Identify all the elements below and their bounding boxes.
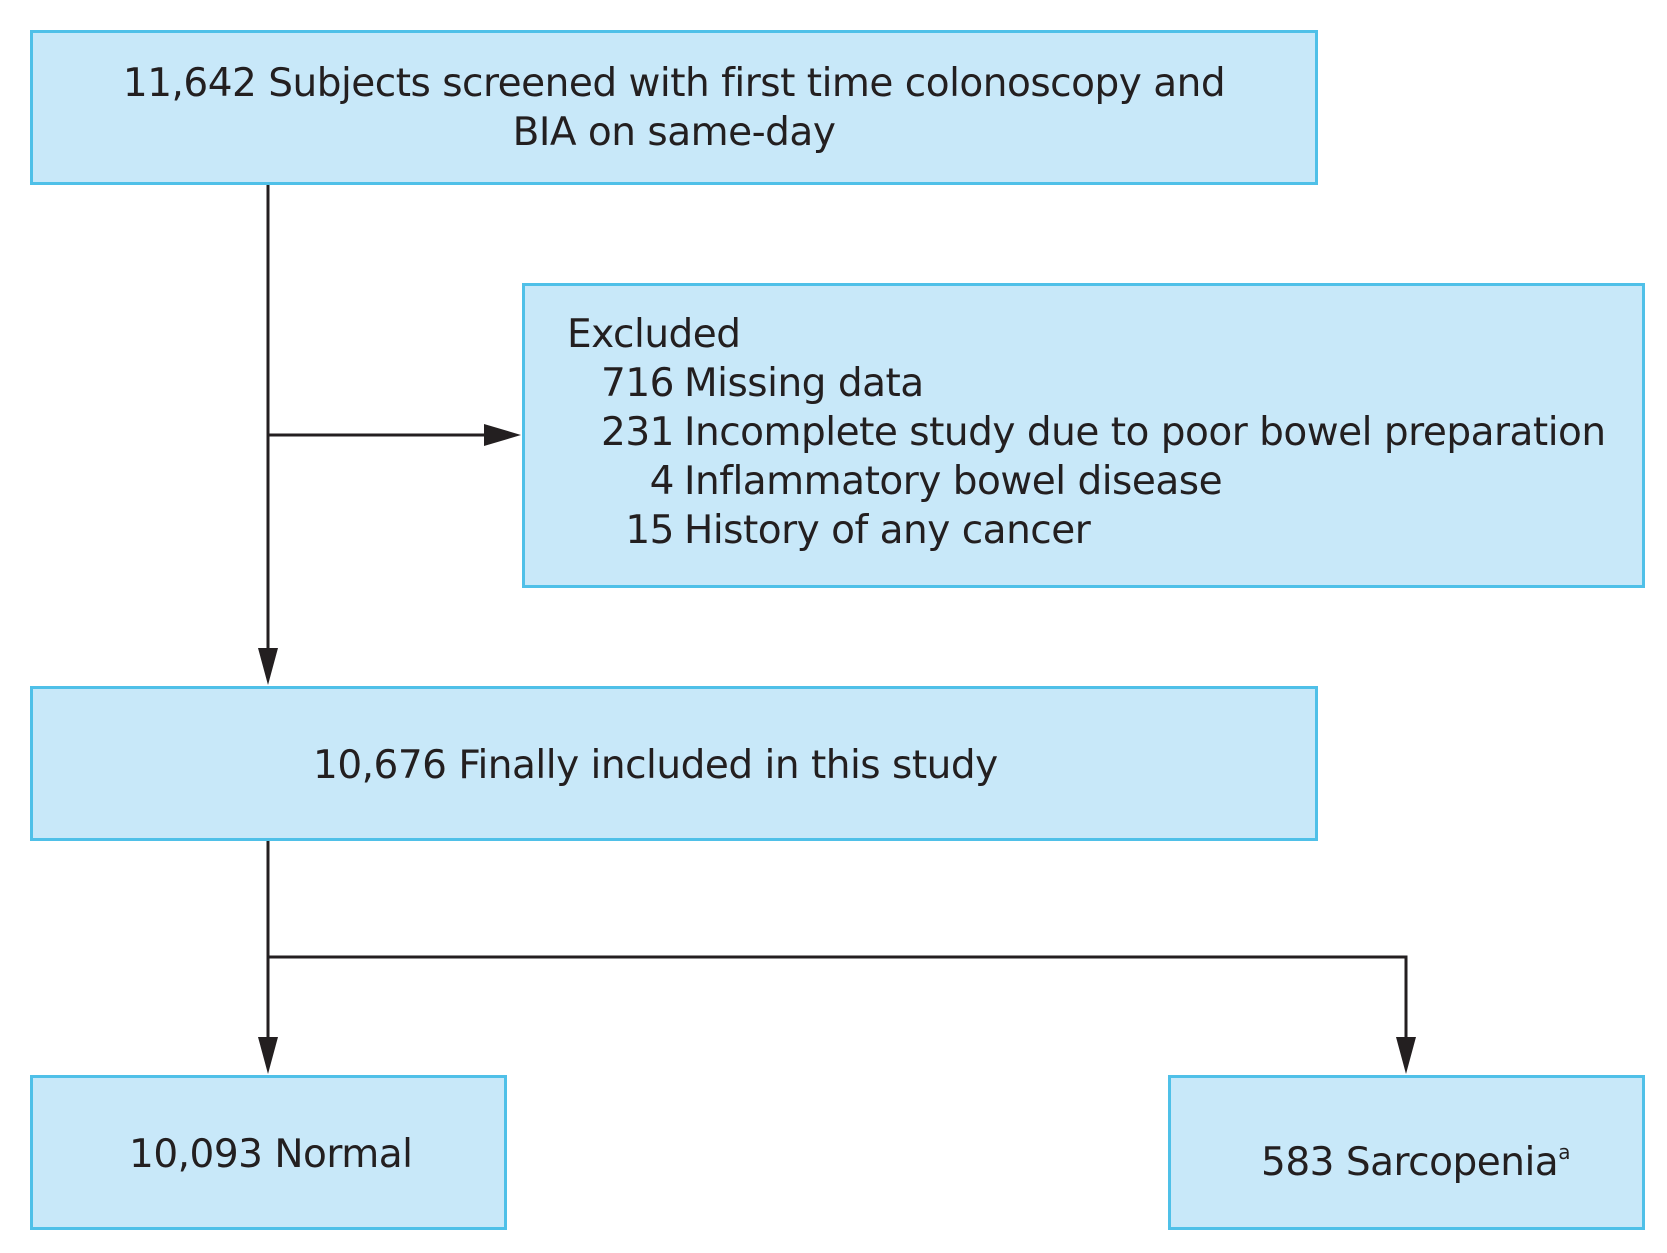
screened-line-1: 11,642 Subjects screened with first time… xyxy=(122,60,1226,106)
excluded-item: 716 Missing data xyxy=(525,359,924,408)
excluded-item: 231 Incomplete study due to poor bowel p… xyxy=(525,408,1606,457)
node-excluded: Excluded 716 Missing data 231 Incomplete… xyxy=(522,283,1645,588)
excluded-title: Excluded xyxy=(567,312,741,357)
excluded-item-count: 15 xyxy=(625,508,674,553)
excluded-item-label: Inflammatory bowel disease xyxy=(684,459,1223,504)
node-included: 10,676 Finally included in this study xyxy=(30,686,1318,841)
arrowhead-normal xyxy=(258,1037,278,1074)
excluded-item-label: Missing data xyxy=(684,361,924,406)
sarcopenia-text: 583 Sarcopenia xyxy=(1261,1140,1559,1185)
excluded-item-label: History of any cancer xyxy=(684,508,1091,553)
edge-included-to-sarcopenia xyxy=(268,955,1408,1062)
excluded-item-count: 231 xyxy=(601,410,674,455)
excluded-item: 15 History of any cancer xyxy=(525,506,1090,555)
screened-line-2: BIA on same-day xyxy=(512,109,836,155)
normal-text: 10,093 Normal xyxy=(129,1132,413,1177)
sarcopenia-label: 583 Sarcopeniaa xyxy=(1261,1138,1570,1187)
node-normal: 10,093 Normal xyxy=(30,1075,507,1230)
sarcopenia-footnote-marker: a xyxy=(1558,1140,1570,1164)
node-sarcopenia: 583 Sarcopeniaa xyxy=(1168,1075,1645,1230)
node-screened: 11,642 Subjects screened with first time… xyxy=(30,30,1318,185)
arrowhead-excluded xyxy=(484,424,521,446)
excluded-item-label: Incomplete study due to poor bowel prepa… xyxy=(684,410,1606,455)
excluded-item: 4 Inflammatory bowel disease xyxy=(525,457,1223,506)
included-text: 10,676 Finally included in this study xyxy=(313,743,998,788)
excluded-item-count: 716 xyxy=(601,361,674,406)
arrowhead-included xyxy=(258,648,278,685)
arrowhead-sarcopenia xyxy=(1396,1037,1416,1074)
excluded-item-count: 4 xyxy=(649,459,675,504)
